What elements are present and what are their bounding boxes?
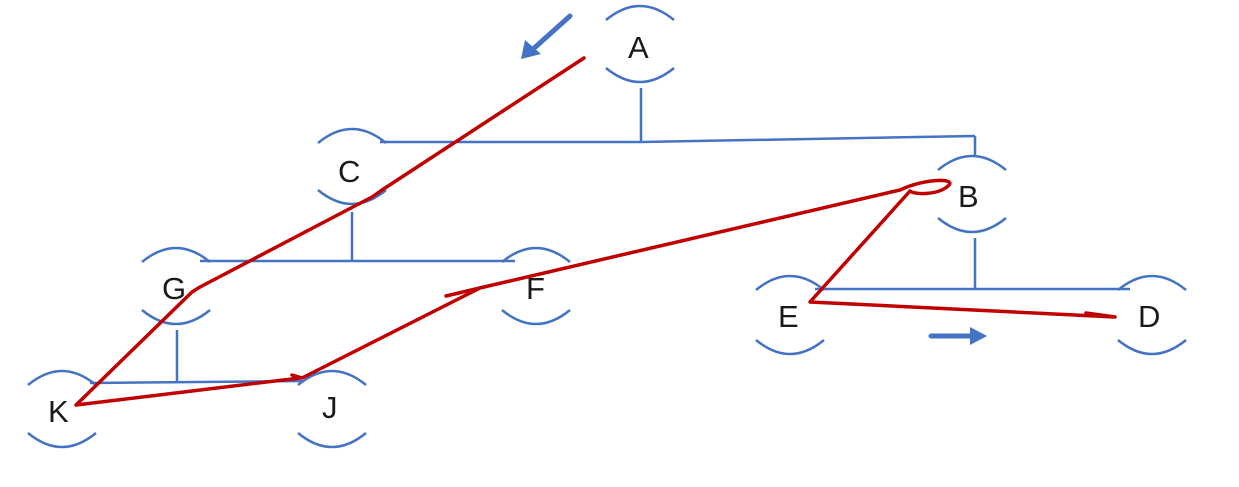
arrow-down-left-head xyxy=(521,40,541,59)
node-c-arcs xyxy=(317,127,387,206)
node-j-arcs xyxy=(297,369,367,449)
edge-a-children xyxy=(380,134,976,144)
node-a-arcs xyxy=(605,4,675,84)
traversal-path xyxy=(74,56,1117,407)
node-arcs xyxy=(27,4,1187,449)
arrow-right-head xyxy=(970,327,987,345)
node-labels: A B C D E F G J K xyxy=(48,30,1160,429)
node-label-b: B xyxy=(958,179,979,214)
node-f-arcs xyxy=(501,246,571,326)
arrow-down-left-icon xyxy=(529,13,573,53)
node-label-a: A xyxy=(628,30,649,65)
node-e-arcs xyxy=(755,274,825,356)
node-label-k: K xyxy=(48,394,69,429)
node-label-e: E xyxy=(778,299,799,334)
node-label-f: F xyxy=(526,271,545,306)
node-label-j: J xyxy=(322,390,338,425)
node-k-arcs xyxy=(27,369,97,449)
node-label-c: C xyxy=(338,154,360,189)
node-label-d: D xyxy=(1138,299,1160,334)
traversal-line xyxy=(74,56,1117,407)
node-g-arcs xyxy=(141,246,211,326)
node-d-arcs xyxy=(1117,274,1187,356)
node-b-arcs xyxy=(937,154,1007,234)
direction-arrows xyxy=(521,13,987,345)
